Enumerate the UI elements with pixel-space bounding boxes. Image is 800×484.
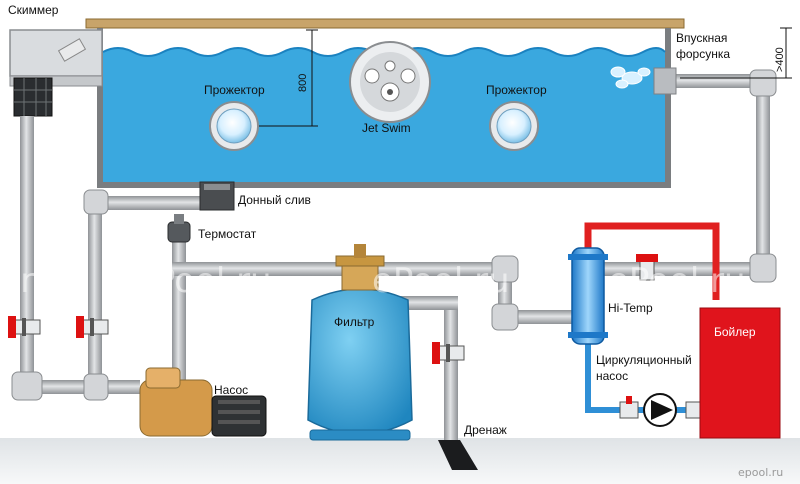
label-inlet-2: форсунка bbox=[676, 47, 730, 61]
label-spotlight-right: Прожектор bbox=[486, 83, 547, 97]
circulation-pump bbox=[619, 393, 701, 427]
watermark: ePool.ru bbox=[134, 261, 272, 301]
boiler bbox=[699, 307, 781, 439]
valve-bypass bbox=[636, 254, 658, 281]
label-drainage: Дренаж bbox=[464, 423, 507, 437]
spotlight-left bbox=[209, 101, 259, 151]
skimmer-ledge bbox=[9, 75, 103, 87]
valve-drain-line bbox=[76, 316, 109, 338]
return-pipes bbox=[172, 67, 777, 440]
label-inlet: Впускная bbox=[676, 31, 727, 45]
watermark: ePool.ru bbox=[372, 261, 510, 301]
watermark: ePool.ru bbox=[608, 261, 746, 301]
depth-marker-800 bbox=[250, 29, 318, 127]
label-spotlight-left: Прожектор bbox=[204, 83, 265, 97]
jet-swim-unit bbox=[349, 41, 431, 123]
inlet-jet-bubbles bbox=[610, 66, 651, 89]
label-depth-400: >400 bbox=[774, 47, 786, 72]
sand-filter bbox=[307, 244, 413, 441]
main-drain-grate bbox=[204, 184, 230, 190]
label-jet-swim: Jet Swim bbox=[362, 121, 411, 135]
ground bbox=[0, 438, 800, 484]
thermostat bbox=[167, 214, 191, 243]
main-pump bbox=[139, 367, 267, 437]
valve-skimmer-line bbox=[8, 316, 41, 338]
label-pump: Насос bbox=[214, 383, 248, 397]
spotlight-right bbox=[489, 101, 539, 151]
label-boiler: Бойлер bbox=[714, 325, 756, 339]
skimmer-body bbox=[9, 29, 103, 77]
drainage-outlet bbox=[438, 440, 478, 470]
label-thermostat: Термостат bbox=[198, 227, 257, 241]
skimmer-flap bbox=[57, 38, 87, 62]
label-main-drain: Донный слив bbox=[238, 193, 311, 207]
label-hi-temp: Hi-Temp bbox=[608, 301, 653, 315]
label-circulation-pump-2: насос bbox=[596, 369, 628, 383]
valve-drainage bbox=[432, 342, 465, 364]
skimmer-basket-grid bbox=[14, 78, 52, 116]
label-skimmer: Скиммер bbox=[8, 3, 59, 17]
pool-deck bbox=[85, 18, 685, 29]
watermark: l.ru bbox=[0, 261, 56, 301]
label-depth-800: 800 bbox=[297, 74, 309, 92]
label-filter: Фильтр bbox=[334, 315, 375, 329]
pool-walls bbox=[97, 28, 671, 188]
hi-temp-exchanger bbox=[568, 247, 608, 345]
label-circulation-pump: Циркуляционный bbox=[596, 353, 692, 367]
depth-marker-400 bbox=[680, 27, 792, 79]
site-logo: epool.ru bbox=[738, 466, 783, 479]
